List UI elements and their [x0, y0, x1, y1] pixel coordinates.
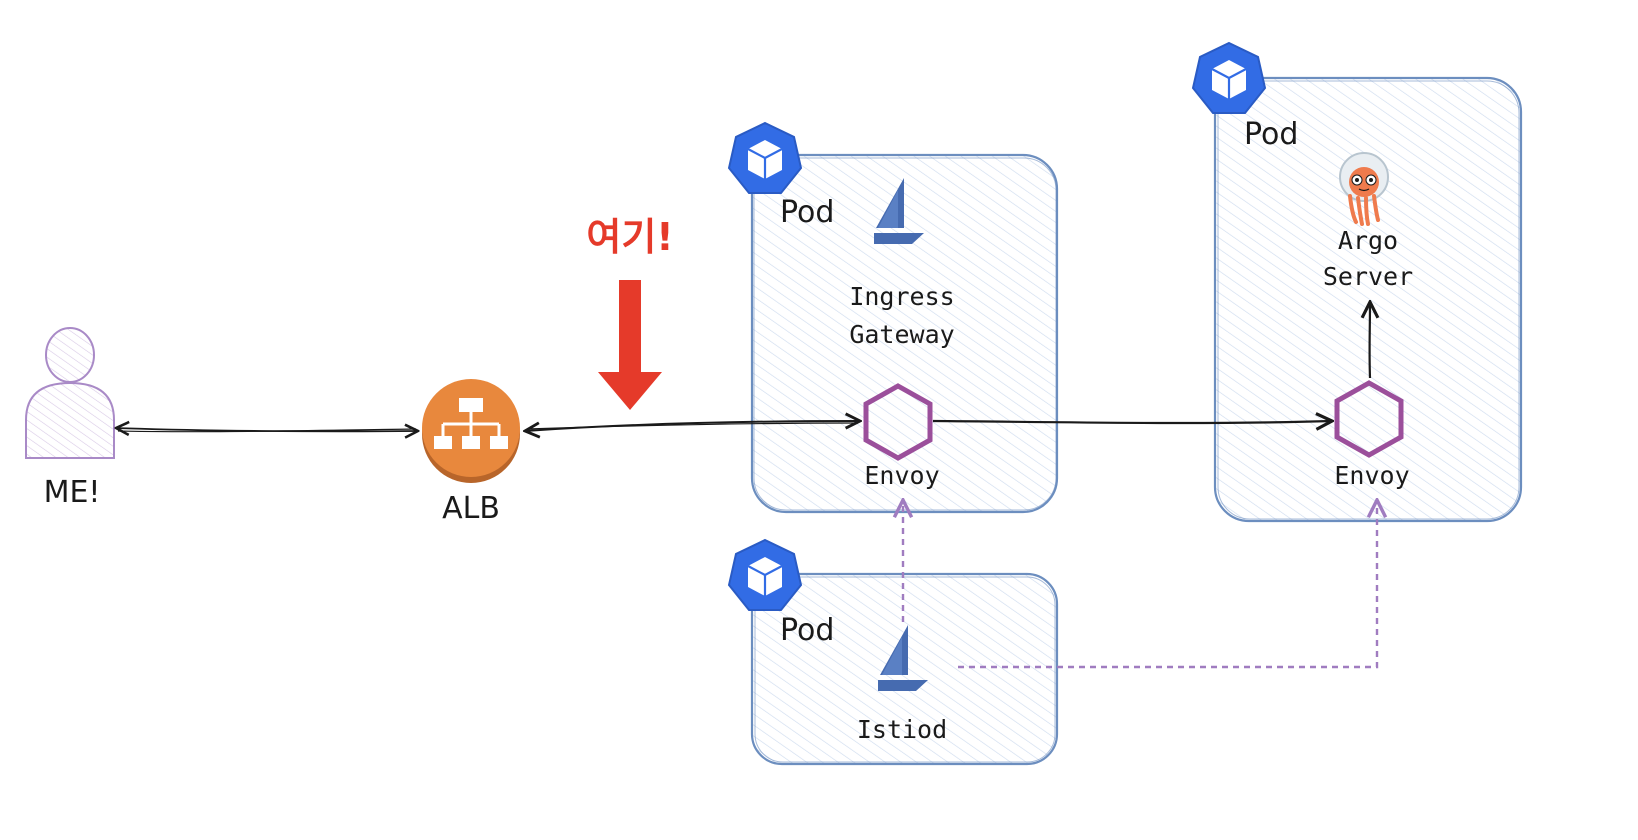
argo-octopus-icon — [1339, 152, 1389, 226]
me-label: ME! — [44, 475, 101, 510]
istiod-label: Istiod — [857, 715, 947, 744]
pod-title: Pod — [780, 195, 834, 230]
red-down-arrow-icon — [598, 280, 662, 410]
istio-sail-icon — [874, 178, 924, 244]
pod-argo-server — [1213, 76, 1523, 523]
alb-label: ALB — [442, 491, 500, 526]
edge-ingress-argo-envoy — [932, 421, 1332, 423]
alb-icon — [422, 379, 520, 483]
kubernetes-cube-icon — [727, 121, 803, 194]
ingress-envoy-label: Envoy — [864, 461, 939, 490]
envoy-hexagon-icon — [1334, 380, 1404, 458]
argo-envoy-label: Envoy — [1334, 461, 1409, 490]
edge-alb-ingress-envoy — [525, 421, 860, 431]
user-icon — [25, 327, 115, 459]
edge-me-alb — [116, 428, 418, 432]
istio-sail-icon — [878, 625, 928, 691]
argo-label-line1: Argo — [1338, 226, 1398, 255]
argo-label-line2: Server — [1323, 262, 1413, 291]
ingress-label-line2: Gateway — [849, 320, 954, 349]
ingress-label-line1: Ingress — [849, 282, 954, 311]
kubernetes-cube-icon — [1191, 41, 1267, 114]
kubernetes-cube-icon — [727, 538, 803, 611]
pod-title: Pod — [780, 613, 834, 648]
callout-label: 여기! — [586, 215, 673, 259]
edge-istiod-argo-envoy — [958, 500, 1377, 669]
pod-title: Pod — [1244, 117, 1298, 152]
envoy-hexagon-icon — [863, 383, 933, 461]
